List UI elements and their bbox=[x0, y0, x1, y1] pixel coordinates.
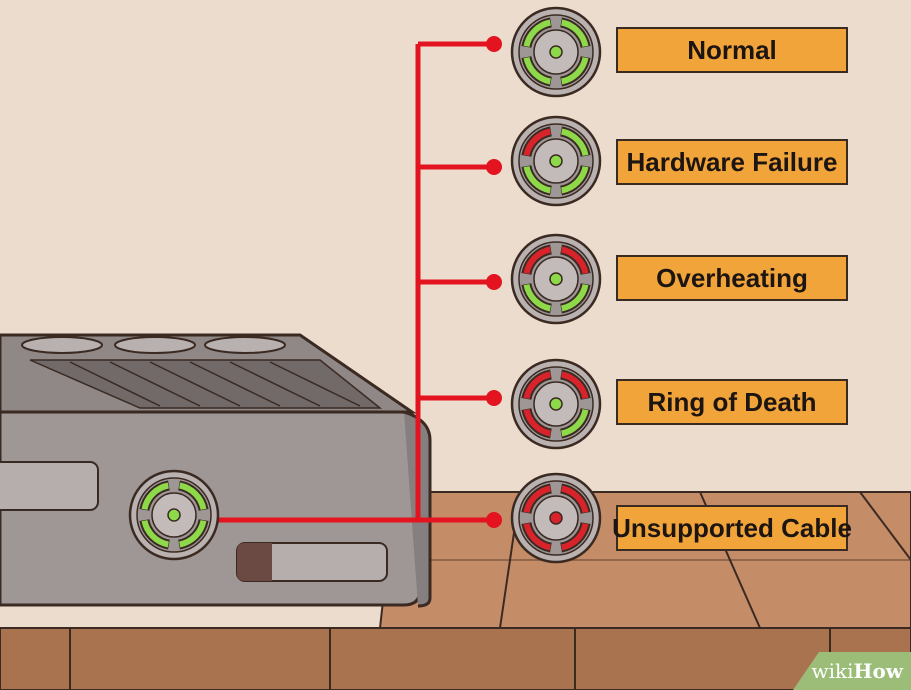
ring-quadrant-red bbox=[523, 408, 552, 437]
ring-quadrant-green bbox=[523, 165, 552, 194]
ring-center-light bbox=[167, 508, 181, 522]
ring-quadrant-green bbox=[560, 283, 589, 312]
ring-overheating bbox=[510, 233, 602, 325]
label-unsupported-cable: Unsupported Cable bbox=[612, 505, 852, 551]
label-overheating-text: Overheating bbox=[656, 262, 808, 293]
ring-center-light bbox=[549, 272, 563, 286]
console-memory-slot bbox=[236, 542, 388, 582]
console-top-ports bbox=[21, 336, 286, 354]
ring-unsupported-cable bbox=[510, 472, 602, 564]
wire-dot bbox=[486, 390, 502, 406]
label-overheating: Overheating bbox=[616, 255, 848, 301]
watermark-how: How bbox=[853, 659, 903, 683]
ring-quadrant-green bbox=[523, 19, 552, 48]
ring-quadrant-red bbox=[523, 485, 552, 514]
ring-quadrant-green bbox=[560, 56, 589, 85]
ring-center-light bbox=[549, 511, 563, 525]
ring-quadrant-red bbox=[560, 485, 589, 514]
ring-quadrant-green bbox=[178, 519, 207, 548]
ring-quadrant-red bbox=[523, 371, 552, 400]
ring-quadrant-green bbox=[523, 56, 552, 85]
console-disc-tray bbox=[0, 461, 99, 511]
ring-quadrant-green bbox=[560, 19, 589, 48]
wire-dot bbox=[486, 274, 502, 290]
ring-quadrant-green bbox=[560, 128, 589, 157]
watermark-wiki: wiki bbox=[811, 659, 854, 683]
ring-hardware-failure bbox=[510, 115, 602, 207]
ring-quadrant-green bbox=[560, 408, 589, 437]
ring-quadrant-green bbox=[141, 482, 170, 511]
ring-center-light bbox=[549, 397, 563, 411]
label-ring-of-death-text: Ring of Death bbox=[647, 386, 817, 417]
ring-quadrant-green bbox=[178, 482, 207, 511]
wire-dot bbox=[486, 159, 502, 175]
ring-quadrant-green bbox=[523, 283, 552, 312]
ring-center-light bbox=[549, 154, 563, 168]
ring-quadrant-red bbox=[560, 246, 589, 275]
wire-endpoints bbox=[486, 36, 502, 528]
label-hardware-failure: Hardware Failure bbox=[616, 139, 848, 185]
ring-normal bbox=[510, 6, 602, 98]
ring-quadrant-red bbox=[523, 128, 552, 157]
ring-quadrant-green bbox=[141, 519, 170, 548]
console-top-vents bbox=[29, 359, 383, 409]
ring-quadrant-red bbox=[560, 371, 589, 400]
label-ring-of-death: Ring of Death bbox=[616, 379, 848, 425]
wire-dot bbox=[486, 36, 502, 52]
ring-quadrant-red bbox=[560, 522, 589, 551]
label-unsupported-cable-text: Unsupported Cable bbox=[612, 512, 852, 543]
ring-quadrant-red bbox=[523, 246, 552, 275]
ring-quadrant-green bbox=[560, 165, 589, 194]
console-ring-of-light bbox=[128, 469, 220, 561]
label-normal: Normal bbox=[616, 27, 848, 73]
label-normal-text: Normal bbox=[687, 34, 777, 65]
connector-wires bbox=[174, 41, 494, 523]
ring-center-light bbox=[549, 45, 563, 59]
wire-dot bbox=[486, 512, 502, 528]
ring-ring-of-death bbox=[510, 358, 602, 450]
label-hardware-failure-text: Hardware Failure bbox=[626, 146, 838, 177]
ring-quadrant-red bbox=[523, 522, 552, 551]
